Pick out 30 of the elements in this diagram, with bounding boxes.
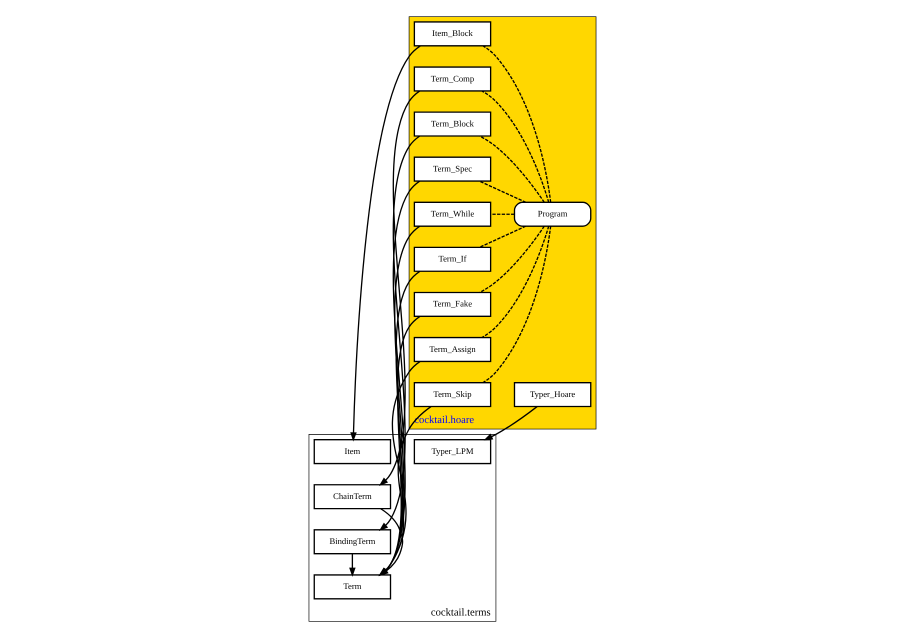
node-box: Term_Skip (413, 382, 491, 408)
node-box: Typer_LPM (413, 439, 491, 464)
connector (482, 226, 551, 384)
node-box: Item_Block (413, 21, 491, 46)
connector (481, 90, 549, 202)
node-box: Term_Fake (413, 292, 491, 318)
arrow (483, 406, 538, 440)
node-box: Term_Spec (413, 156, 491, 182)
connector (482, 45, 551, 202)
node-box: Term_Comp (413, 66, 491, 92)
node-box: Program (513, 202, 591, 227)
connector (478, 180, 526, 203)
connector (490, 214, 514, 215)
node-box: Term (313, 574, 391, 600)
connector (478, 226, 526, 248)
arrow (348, 554, 356, 577)
connector (479, 226, 544, 293)
connector (481, 226, 549, 338)
node-box: Term_Block (413, 111, 491, 137)
arrow (378, 135, 420, 532)
node-box: Typer_Hoare (513, 382, 591, 408)
arrow (378, 90, 420, 486)
node-box: Term_While (413, 202, 491, 227)
arrow (350, 45, 420, 442)
node-box: Item (313, 439, 391, 464)
node-box: Term_Assign (413, 336, 491, 362)
node-box: BindingTerm (313, 529, 391, 554)
node-box: Term_If (413, 246, 491, 272)
connector (479, 136, 544, 203)
node-box: ChainTerm (313, 484, 391, 510)
